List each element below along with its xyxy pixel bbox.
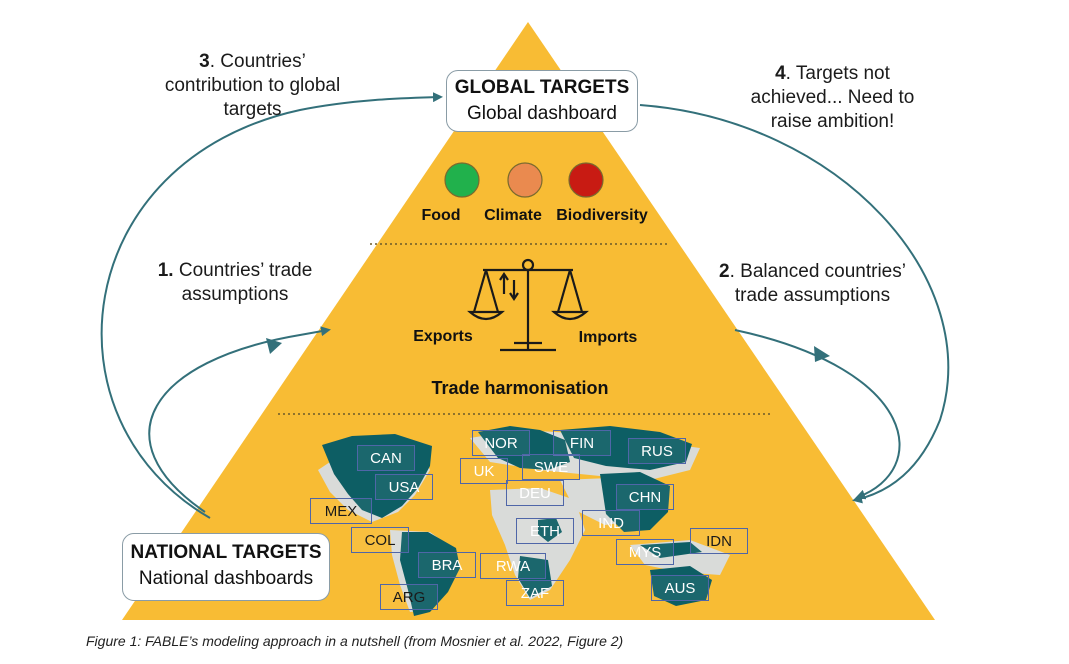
country-code-box: CAN (357, 445, 415, 471)
country-code-box: AUS (651, 575, 709, 601)
country-code-box: IND (582, 510, 640, 536)
map-china-india (600, 472, 670, 532)
map-north-america (322, 434, 432, 518)
national-targets-subtitle: National dashboards (138, 568, 314, 589)
map-rwanda-zaf (518, 556, 552, 598)
step-2-label: 2. Balanced countries’ trade assumptions (719, 261, 906, 306)
country-code-box: MYS (616, 539, 674, 565)
country-code-box: MEX (310, 498, 372, 524)
grey-land (490, 488, 585, 600)
arrow-2-head (814, 346, 830, 362)
global-targets-subtitle: Global dashboard (467, 103, 617, 124)
country-code-box: BRA (418, 552, 476, 578)
biodiversity-light (568, 162, 604, 198)
country-code-box: NOR (472, 430, 530, 456)
step-1-label: 1. Countries’ trade assumptions (157, 260, 313, 305)
arrow-4-from-global (639, 104, 950, 504)
arrow-1-head (266, 338, 282, 354)
country-code-box: ARG (380, 584, 438, 610)
step-3-number: 3 (199, 51, 210, 72)
country-code-box: CHN (616, 484, 674, 510)
food-light (444, 162, 480, 198)
step-2-number: 2 (719, 261, 730, 282)
imports-label: Imports (578, 329, 638, 346)
figure-caption: Figure 1: FABLE’s modeling approach in a… (86, 633, 624, 649)
trade-harmonisation-label: Trade harmonisation (431, 378, 609, 398)
country-code-box: IDN (690, 528, 748, 554)
national-targets-title: NATIONAL TARGETS (130, 542, 322, 563)
step-3-label: 3. Countries’ contribution to global tar… (164, 51, 341, 120)
country-code-box: FIN (553, 430, 611, 456)
map-europe (478, 426, 570, 470)
country-code-box: SWE (522, 454, 580, 480)
food-label: Food (421, 207, 461, 224)
exports-label: Exports (413, 328, 473, 345)
country-code-box: COL (351, 527, 409, 553)
step-4-number: 4 (775, 63, 786, 84)
biodiversity-label: Biodiversity (556, 207, 648, 224)
step-4-label: 4. Targets not achieved... Need to raise… (750, 63, 915, 132)
country-code-box: RWA (480, 553, 546, 579)
national-targets-box: NATIONAL TARGETS National dashboards (122, 533, 330, 601)
global-targets-title: GLOBAL TARGETS (454, 77, 630, 98)
country-code-box: ZAF (506, 580, 564, 606)
climate-light (507, 162, 543, 198)
step-1-number: 1. (157, 260, 174, 281)
balance-scale-icon (467, 258, 589, 352)
country-code-box: DEU (506, 480, 564, 506)
map-australia (650, 566, 712, 606)
country-code-box: RUS (628, 438, 686, 464)
country-code-box: USA (375, 474, 433, 500)
arrow-1-to-trade (148, 326, 331, 513)
global-targets-box: GLOBAL TARGETS Global dashboard (446, 70, 638, 132)
country-code-box: UK (460, 458, 508, 484)
climate-label: Climate (484, 207, 542, 224)
map-ethiopia (538, 518, 562, 542)
country-code-box: ETH (516, 518, 574, 544)
map-indonesia (640, 542, 702, 558)
arrow-2-to-national (734, 329, 901, 500)
map-south-america (400, 532, 460, 616)
arrow-3-to-global (100, 92, 443, 519)
map-russia (560, 426, 692, 470)
